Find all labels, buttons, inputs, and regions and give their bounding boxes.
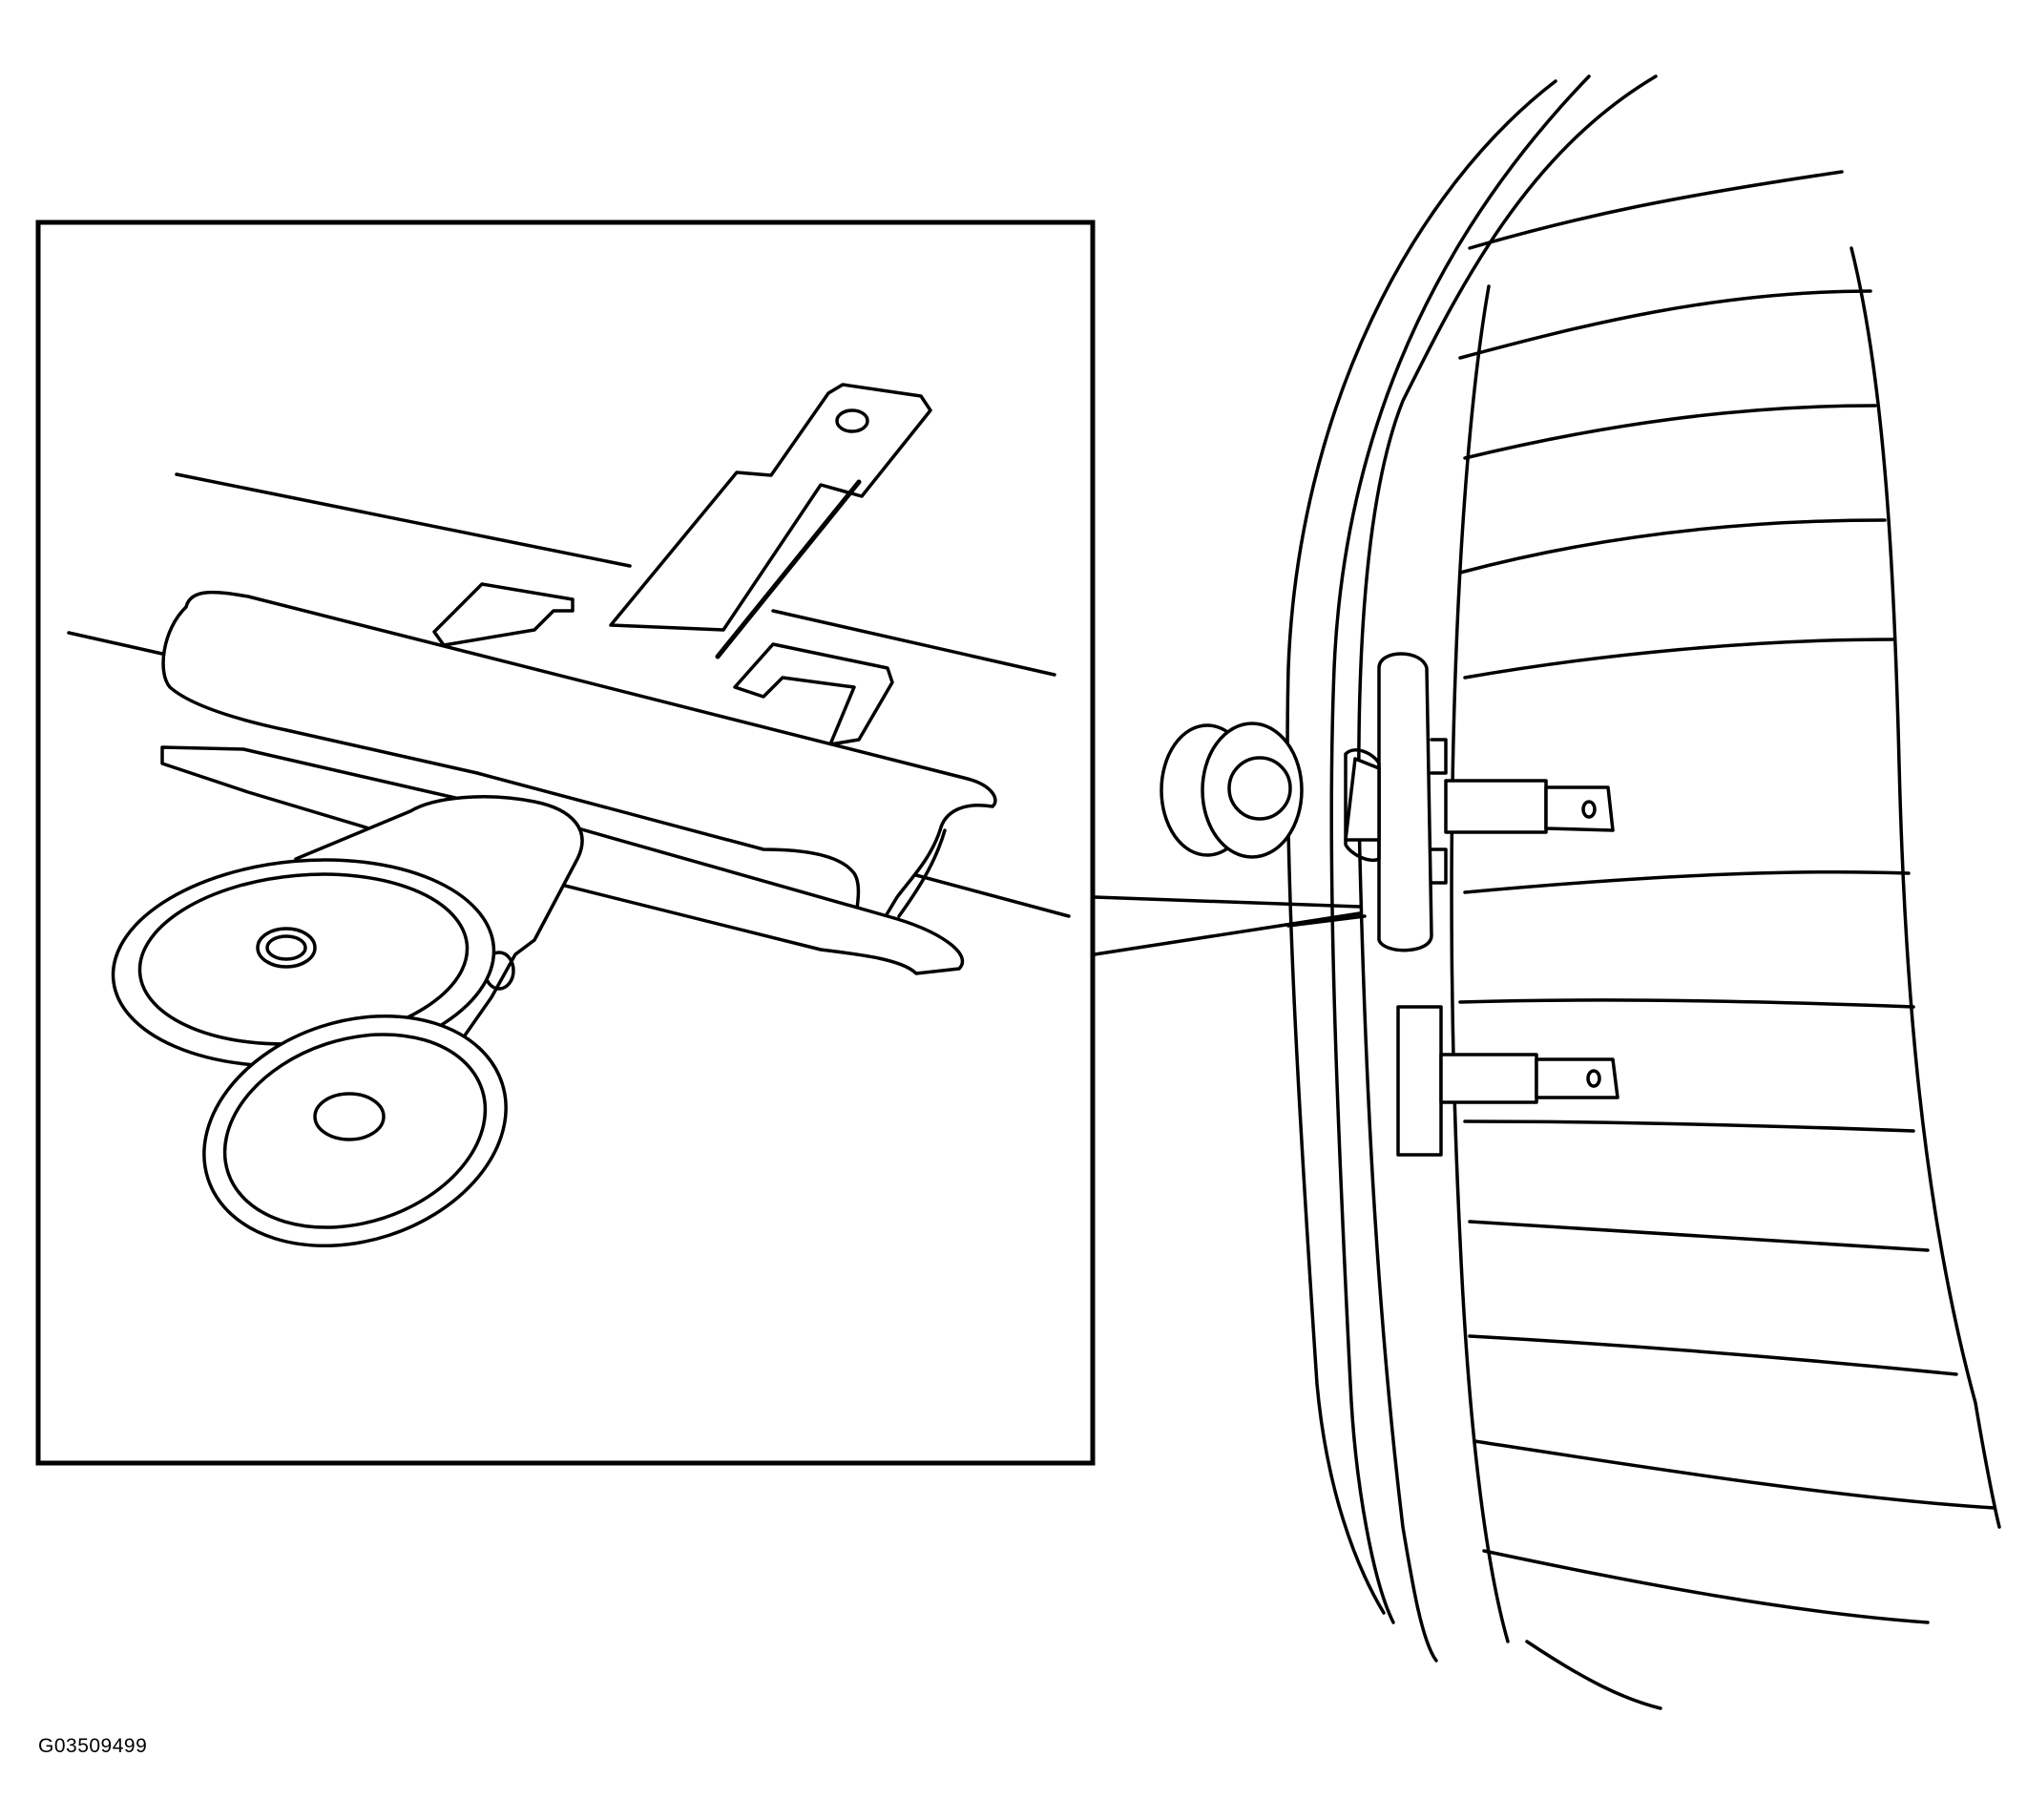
bar-line-lower	[67, 631, 164, 656]
mounting-strap	[609, 383, 932, 632]
strap-edge	[715, 479, 862, 659]
wire-loop-right	[733, 642, 894, 746]
leader-line-short	[1286, 914, 1367, 928]
figure-id-label: G03509499	[38, 1735, 148, 1757]
clip-jaw-inner	[897, 828, 947, 918]
bar-line-upper-right	[771, 609, 1056, 677]
finger-pad-upper	[111, 858, 496, 1068]
strap-hole	[835, 408, 869, 433]
finger-pad-lower	[202, 1014, 508, 1248]
bar-line-upper	[175, 472, 632, 568]
installed-clip	[1160, 652, 1433, 952]
leader-line-lower	[1093, 911, 1362, 956]
wire-loop-left	[432, 582, 575, 647]
inset-detail-clip	[67, 383, 1071, 1248]
terminal-upper	[1430, 738, 1615, 885]
panel-inner-curve	[1450, 284, 1510, 1643]
leader-line-upper	[1093, 895, 1362, 909]
panel-far-curve	[1849, 246, 2001, 1529]
panel-outer-curve-2	[1329, 74, 1591, 1624]
terminal-lower	[1396, 1005, 1620, 1157]
panel-outer-curve-1	[1285, 79, 1557, 1615]
rib-lines	[1458, 170, 1996, 1710]
panel-assembly	[1160, 74, 2001, 1710]
bar-line-lower-right	[900, 869, 1071, 918]
